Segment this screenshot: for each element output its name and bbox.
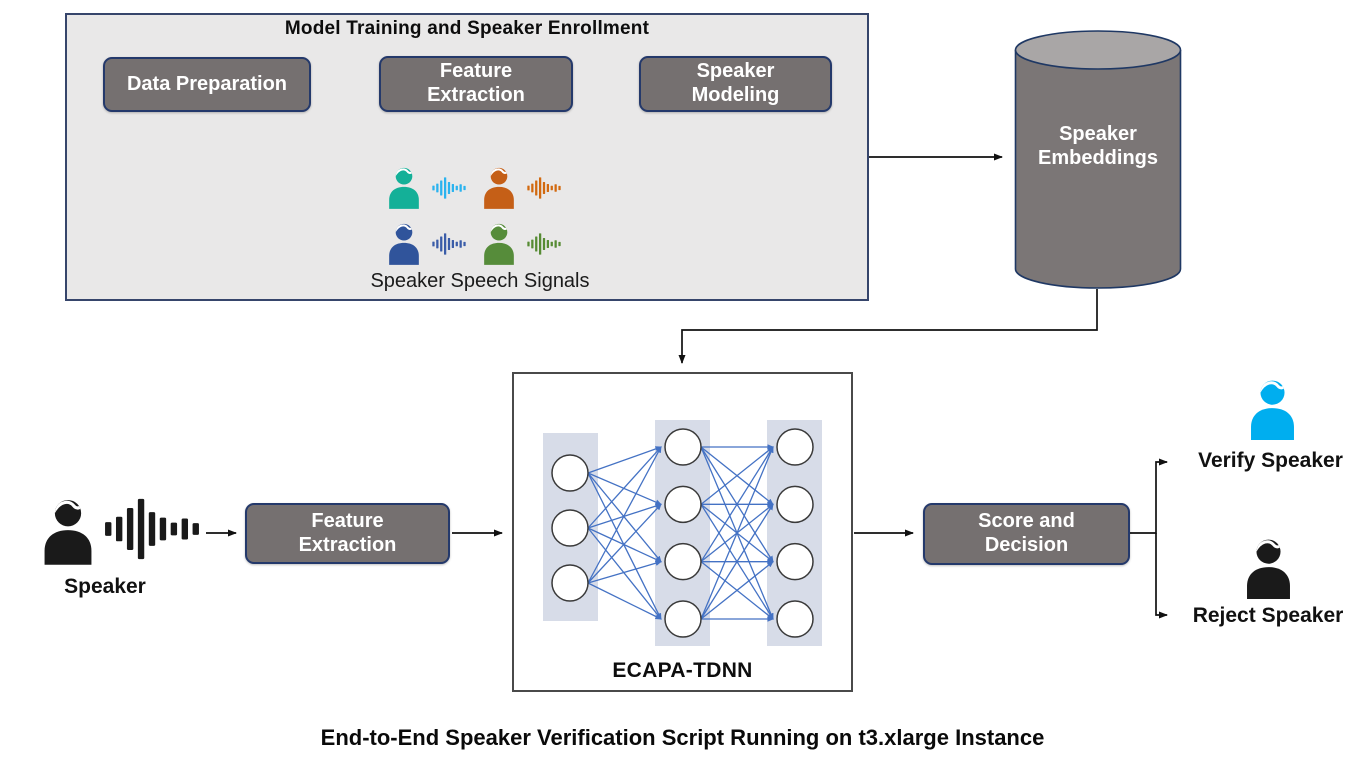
waveform-icon [105, 498, 199, 560]
data-preparation-node: Data Preparation [103, 57, 311, 112]
feature-extraction-node-training: Feature Extraction [379, 56, 573, 112]
waveform-icon [527, 232, 561, 255]
person-icon [38, 497, 98, 565]
data-preparation-label: Data Preparation [126, 72, 288, 95]
verify-speaker-label: Verify Speaker [1198, 449, 1343, 472]
waveform-icon [527, 176, 561, 199]
speaker-embeddings-store: Speaker Embeddings [1014, 122, 1182, 170]
feature-extraction-node-inference: Feature Extraction [245, 503, 450, 564]
speaker-label: Speaker [64, 575, 146, 598]
person-icon [1245, 378, 1300, 440]
reject-speaker-label: Reject Speaker [1192, 604, 1344, 627]
ecapa-tdnn-label: ECAPA-TDNN [612, 659, 753, 682]
waveform-icon [432, 232, 466, 255]
waveform-icon [432, 176, 466, 199]
speaker-sample-1 [385, 166, 466, 209]
score-decision-label: Score and Decision [978, 510, 1075, 556]
person-icon [480, 222, 518, 265]
speaker-sample-3 [385, 222, 466, 265]
diagram-caption: End-to-End Speaker Verification Script R… [320, 725, 1045, 750]
speaker-sample-4 [480, 222, 561, 265]
ecapa-tdnn-box [512, 372, 853, 692]
feature-extraction-inference-label: Feature Extraction [298, 509, 397, 556]
speaker-modeling-node: Speaker Modeling [639, 56, 832, 112]
score-decision-node: Score and Decision [923, 503, 1130, 565]
person-icon [385, 222, 423, 265]
person-icon [1241, 537, 1296, 599]
feature-extraction-training-label: Feature Extraction [427, 60, 525, 106]
database-cylinder-icon [1014, 30, 1182, 289]
training-panel-title: Model Training and Speaker Enrollment [284, 18, 650, 39]
speaker-sample-2 [480, 166, 561, 209]
speaker-embeddings-label: Speaker Embeddings [1037, 123, 1158, 169]
speech-signals-label: Speaker Speech Signals [370, 270, 590, 292]
person-icon [480, 166, 518, 209]
speaker-samples-grid [385, 166, 561, 265]
person-icon [385, 166, 423, 209]
speaker-modeling-label: Speaker Modeling [691, 60, 780, 106]
